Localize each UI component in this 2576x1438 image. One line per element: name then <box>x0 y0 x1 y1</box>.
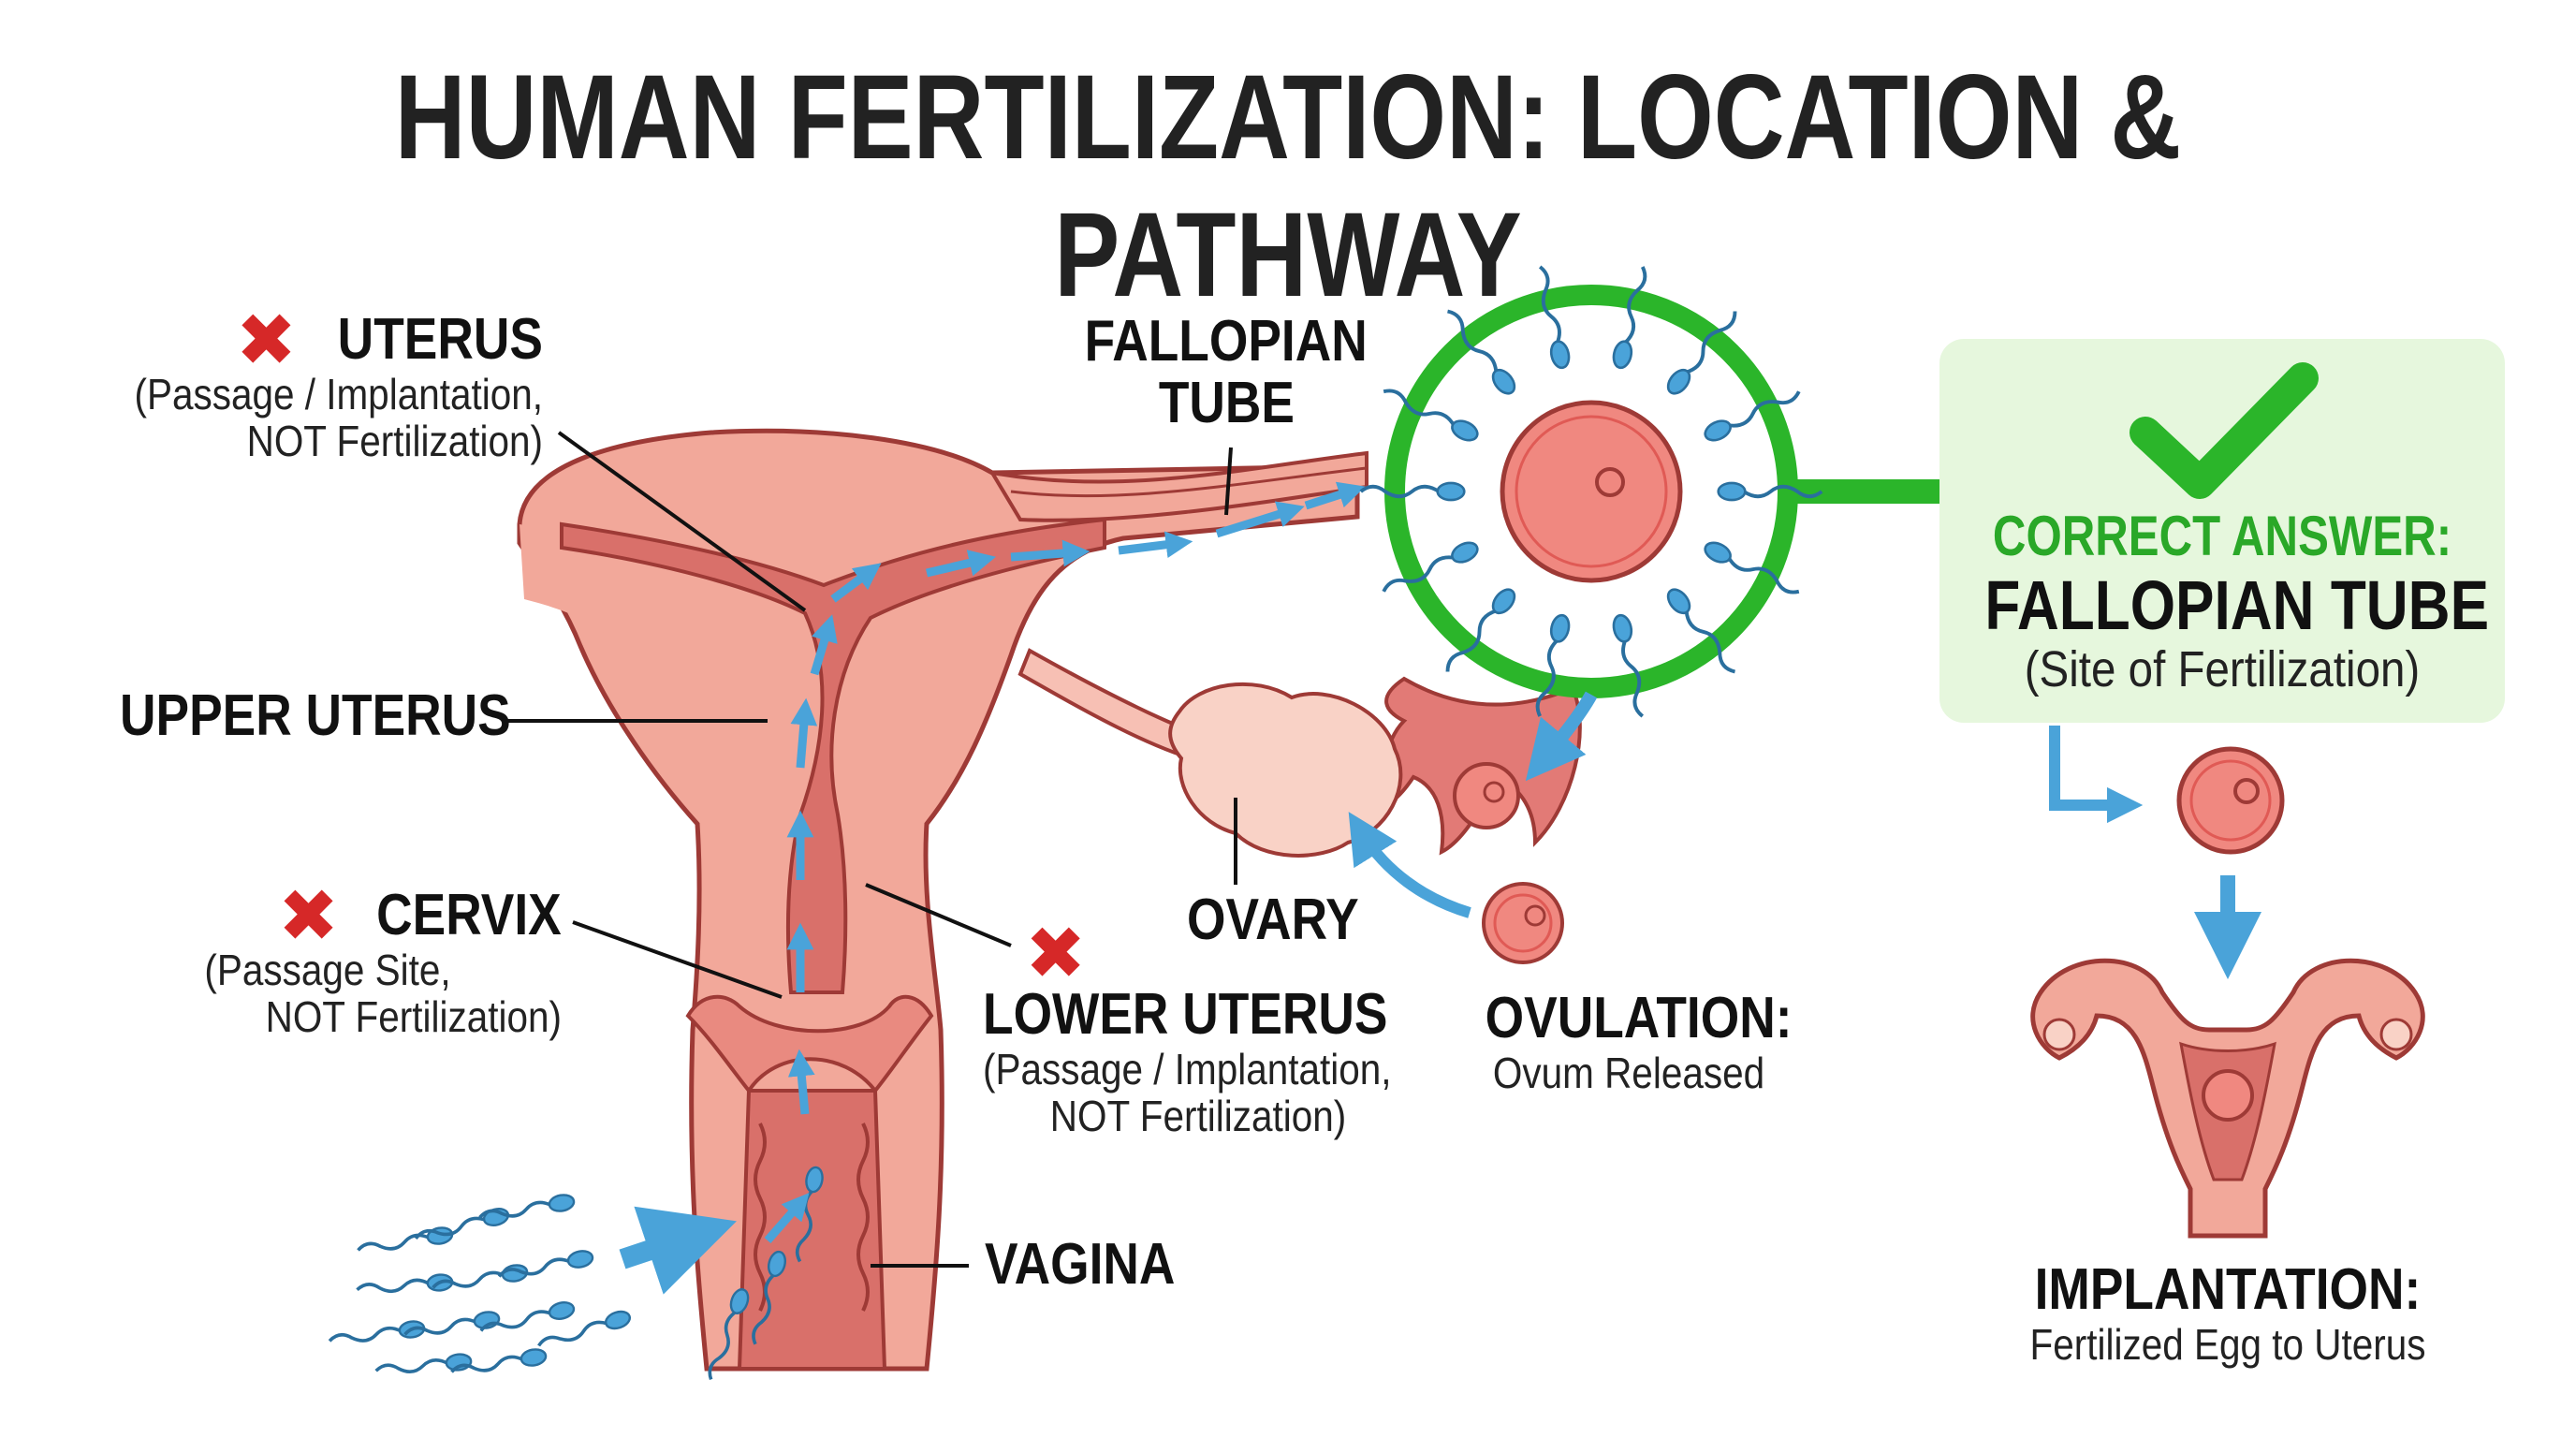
label-uterus-head: UTERUS <box>337 307 543 372</box>
sperm-icon <box>708 1288 750 1381</box>
cross-mark-icon: ✖ <box>277 874 340 957</box>
sperm-icon <box>357 1226 454 1252</box>
ovary-shape <box>1168 682 1403 858</box>
sperm-icon <box>478 1194 576 1219</box>
sperm-swarm <box>328 1166 824 1381</box>
label-fallopian-tube: FALLOPIAN TUBE <box>1084 309 1368 435</box>
sperm-icon <box>1445 588 1516 672</box>
pathway-arrow <box>830 563 882 603</box>
sperm-icon <box>328 1320 426 1343</box>
pathway-arrow <box>810 614 838 676</box>
sperm-icon <box>1535 613 1571 717</box>
pathway-arrow <box>1304 481 1366 510</box>
sperm-icon <box>356 1273 454 1294</box>
ovulation-arrow <box>1348 812 1471 918</box>
label-cervix-sub2: NOT Fertilization) <box>265 992 562 1041</box>
sperm-icon <box>1383 389 1479 442</box>
label-uterus-sub2: NOT Fertilization) <box>246 417 543 465</box>
entry-arrow <box>619 1206 737 1295</box>
label-vagina: VAGINA <box>985 1232 1176 1297</box>
correct-answer-value: FALLOPIAN TUBE <box>1984 566 2490 644</box>
sperm-icon <box>497 1250 594 1278</box>
sperm-icon <box>1538 265 1571 370</box>
pathway-arrow <box>1118 531 1193 559</box>
sperm-icon <box>450 1348 548 1373</box>
correct-answer-label: CORRECT ANSWER: <box>1992 505 2452 567</box>
label-upper-uterus: UPPER UTERUS <box>120 683 511 748</box>
sperm-icon <box>752 1250 787 1345</box>
pathway-arrow <box>1010 539 1090 567</box>
sperm-icon <box>1666 588 1736 674</box>
uterus-mini-icon <box>2030 958 2425 1239</box>
pathway-arrow <box>925 550 997 578</box>
check-mark-icon <box>2130 362 2319 499</box>
label-cervix: ✖ CERVIX (Passage Site, NOT Fertilization… <box>94 874 562 1041</box>
label-ovary: OVARY <box>1187 888 1359 952</box>
sperm-icon <box>479 1301 576 1332</box>
correct-answer-card: CORRECT ANSWER: FALLOPIAN TUBE (Site of … <box>1939 339 2505 723</box>
sperm-pathway-arrows <box>764 481 1366 1243</box>
sperm-icon <box>1704 541 1800 594</box>
correct-answer-note: (Site of Fertilization) <box>2024 641 2421 697</box>
label-ovulation: OVULATION: Ovum Released <box>1485 986 1793 1097</box>
leader-lines <box>505 431 1237 1268</box>
cross-mark-icon: ✖ <box>235 299 298 381</box>
cross-mark-icon: ✖ <box>1025 912 1087 994</box>
sperm-icon <box>432 1264 529 1289</box>
pathway-arrow <box>790 697 818 769</box>
sperm-icon <box>1446 309 1516 395</box>
label-lower-uterus-sub2: NOT Fertilization) <box>1049 1092 1347 1140</box>
sperm-icon <box>1612 266 1647 370</box>
sperm-icon <box>1382 541 1479 593</box>
pathway-arrow <box>764 1193 810 1243</box>
sperm-icon <box>1612 613 1645 718</box>
label-lower-uterus: ✖ LOWER UTERUS (Passage / Implantation, … <box>983 912 1470 1140</box>
pathway-arrow <box>787 1049 815 1115</box>
sperm-icon <box>537 1310 632 1347</box>
fimbriae-arrow <box>1525 691 1598 782</box>
sperm-icon <box>1359 481 1466 502</box>
label-lower-uterus-head: LOWER UTERUS <box>983 982 1388 1047</box>
implantation-flow <box>2049 726 2285 979</box>
uterus-shape <box>517 428 1368 1372</box>
label-uterus: ✖ UTERUS (Passage / Implantation, NOT Fer… <box>75 299 543 465</box>
pathway-arrow <box>1215 501 1305 538</box>
label-lower-uterus-sub1: (Passage / Implantation, <box>983 1045 1392 1093</box>
label-cervix-head: CERVIX <box>376 883 562 947</box>
label-uterus-sub1: (Passage / Implantation, <box>134 370 543 418</box>
released-ovum <box>1482 882 1564 964</box>
label-implantation: IMPLANTATION: Fertilized Egg to Uterus <box>2029 1257 2426 1369</box>
page-title: HUMAN FERTILIZATION: LOCATION & PATHWAY <box>394 51 2182 322</box>
magnifier-circle-icon <box>1359 265 1942 718</box>
sperm-icon <box>1666 311 1737 395</box>
label-cervix-sub1: (Passage Site, <box>204 946 451 994</box>
sperm-icon <box>1704 390 1801 442</box>
